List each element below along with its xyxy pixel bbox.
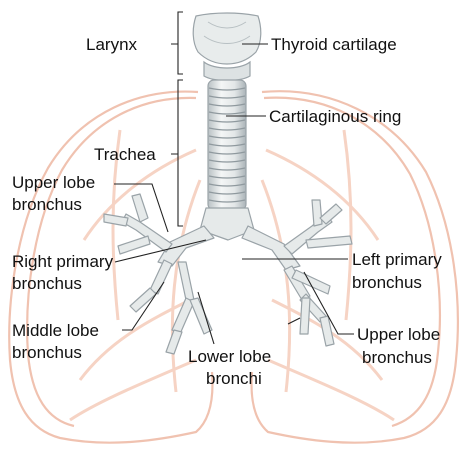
- cricoid-cartilage: [204, 62, 250, 81]
- label-thyroid-cartilage: Thyroid cartilage: [271, 34, 397, 55]
- label-left-primary-bronchus-line2: bronchus: [352, 272, 422, 293]
- label-lower-lobe-bronchi-line2: bronchi: [206, 368, 262, 389]
- label-cartilaginous-ring: Cartilaginous ring: [269, 106, 401, 127]
- label-upper-lobe-bronchus-right-line2: bronchus: [12, 194, 82, 215]
- trachea-bracket: [171, 80, 183, 226]
- larynx-structure: [193, 13, 261, 81]
- label-middle-lobe-bronchus-line2: bronchus: [12, 342, 82, 363]
- label-larynx: Larynx: [86, 34, 137, 55]
- thyroid-cartilage-shape: [193, 13, 261, 64]
- label-upper-lobe-bronchus-left-line1: Upper lobe: [357, 324, 440, 345]
- label-upper-lobe-bronchus-left-line2: bronchus: [362, 347, 432, 368]
- bronchial-tree: [104, 194, 352, 354]
- label-upper-lobe-bronchus-right-line1: Upper lobe: [12, 172, 95, 193]
- label-trachea: Trachea: [94, 144, 156, 165]
- label-left-primary-bronchus-line1: Left primary: [352, 249, 442, 270]
- label-right-primary-bronchus-line1: Right primary: [12, 251, 113, 272]
- label-right-primary-bronchus-line2: bronchus: [12, 273, 82, 294]
- label-middle-lobe-bronchus-line1: Middle lobe: [12, 320, 99, 341]
- larynx-bracket: [171, 12, 183, 74]
- trachea-structure: [208, 80, 246, 210]
- label-lower-lobe-bronchi-line1: Lower lobe: [188, 346, 271, 367]
